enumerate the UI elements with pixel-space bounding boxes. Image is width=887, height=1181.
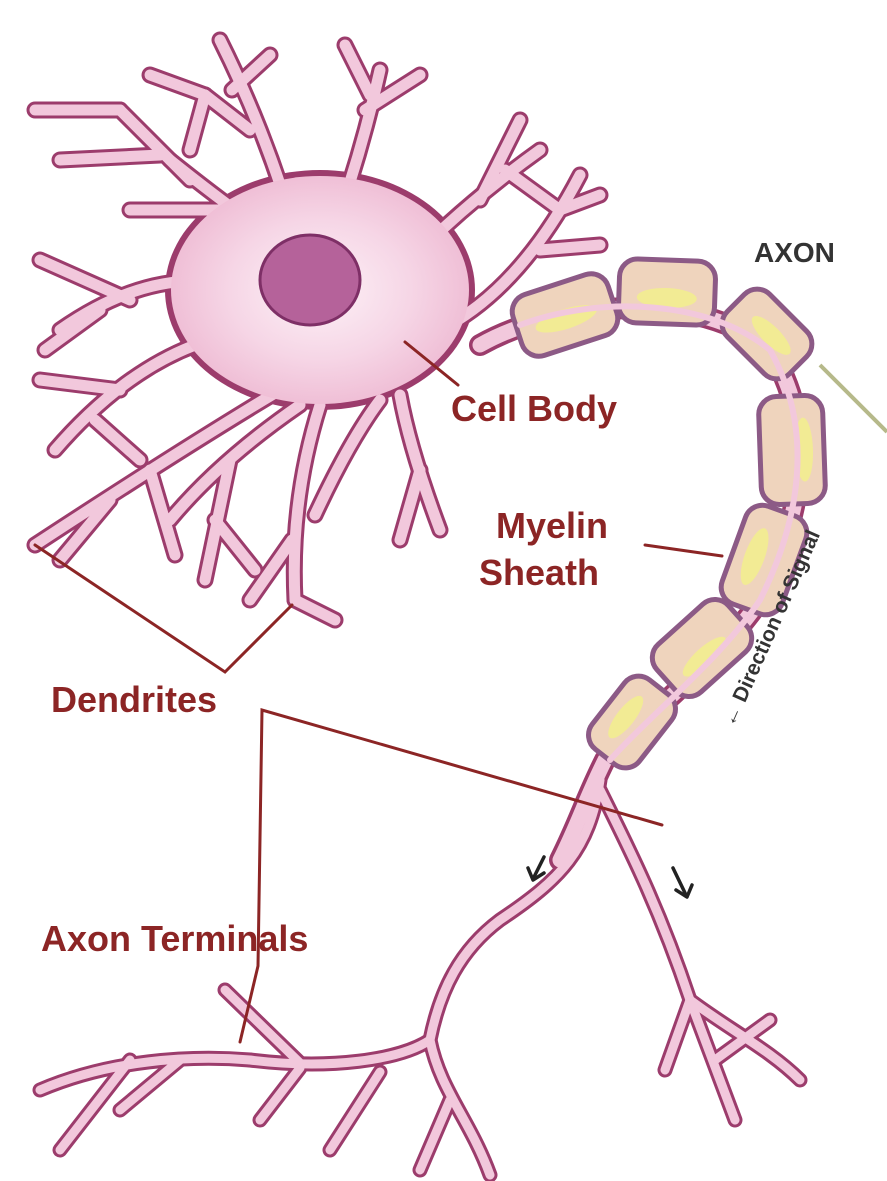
nucleus bbox=[260, 235, 360, 325]
arrow-right-branch-icon bbox=[673, 868, 692, 897]
label-dendrites: Dendrites bbox=[51, 679, 217, 720]
myelin-leader bbox=[645, 545, 722, 556]
arrow-left-branch-icon bbox=[528, 857, 544, 880]
label-axon: AXON bbox=[754, 237, 835, 268]
label-myelin-line1: Myelin bbox=[496, 505, 608, 546]
label-cell-body: Cell Body bbox=[451, 388, 617, 429]
label-axon-terminals: Axon Terminals bbox=[41, 918, 308, 959]
axon-accent-line bbox=[820, 365, 887, 432]
label-myelin-line2: Sheath bbox=[479, 552, 599, 593]
